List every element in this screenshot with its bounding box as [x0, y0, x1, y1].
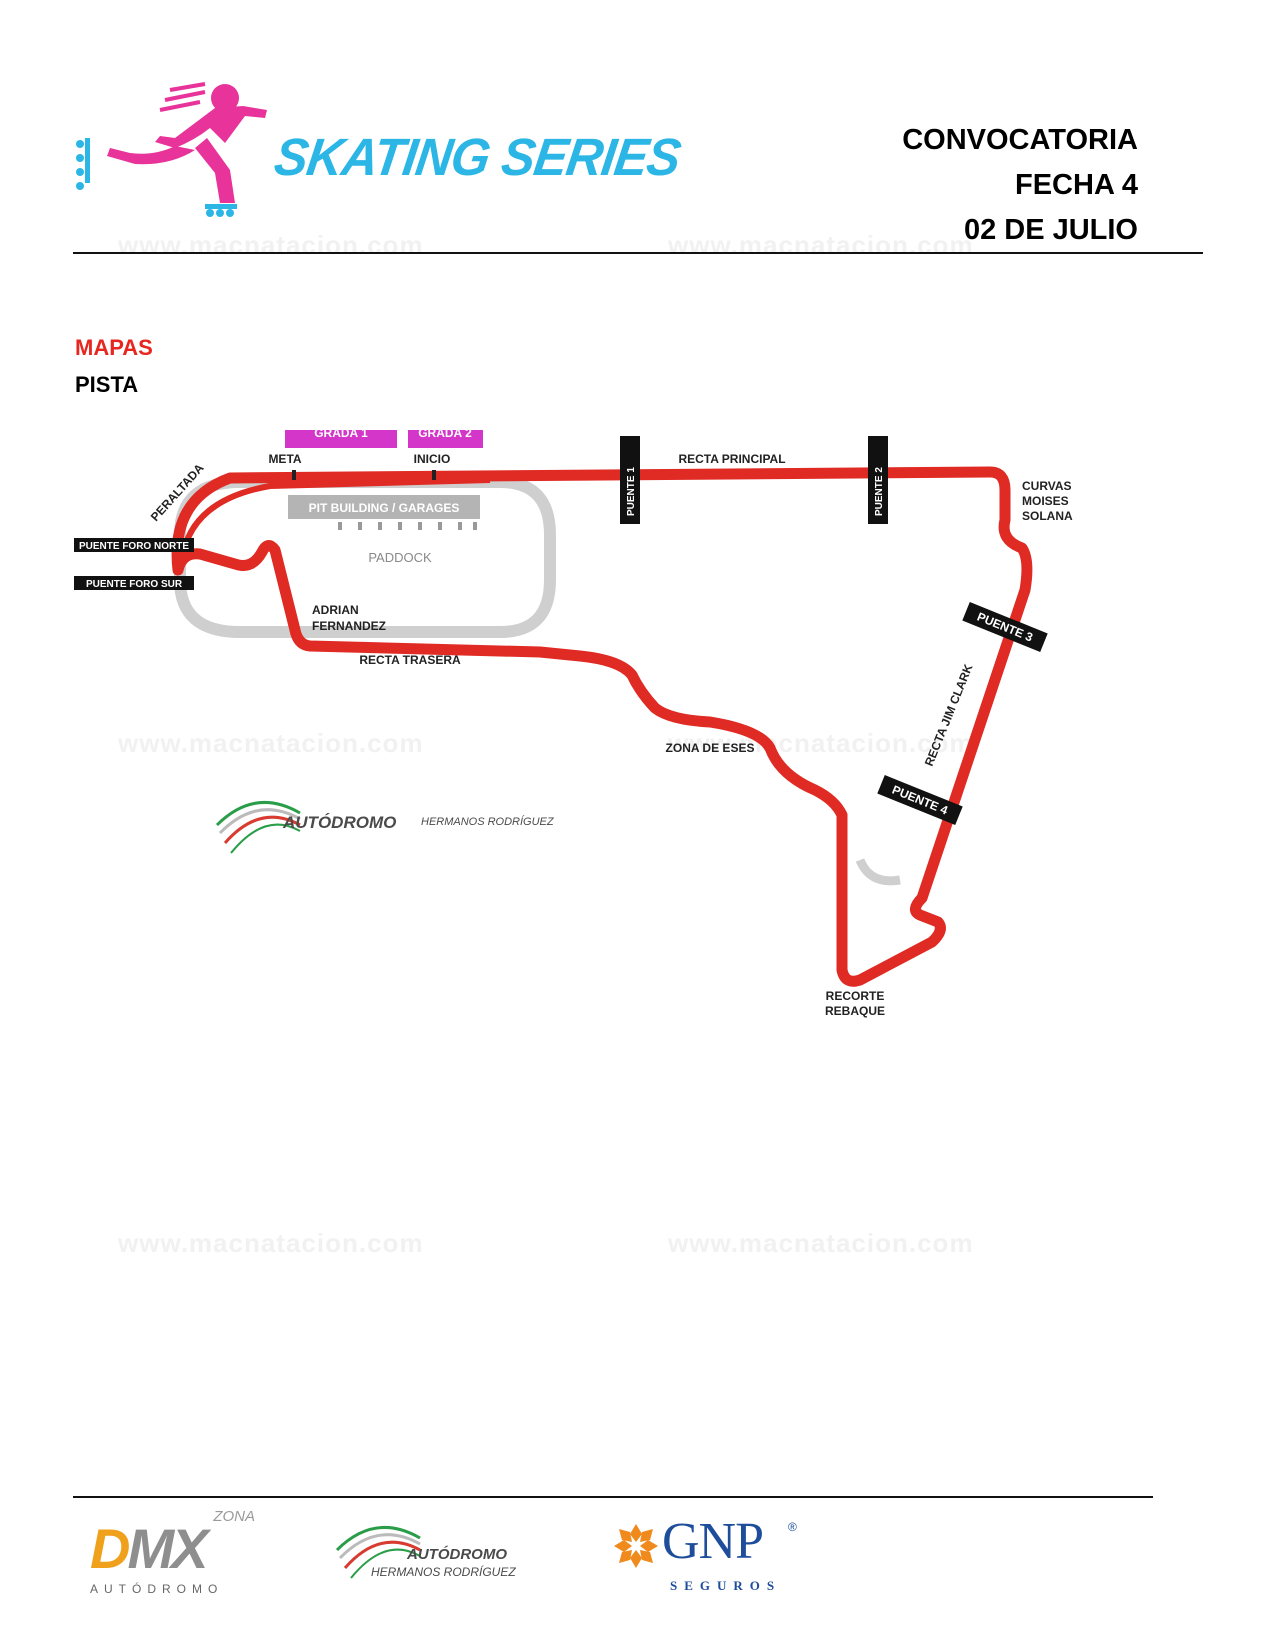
dmx-mx-letters: MX: [127, 1517, 208, 1580]
watermark: www.macnatacion.com: [118, 230, 424, 260]
recorte-rebaque-label: RECORTE: [826, 989, 885, 1003]
gnp-registered-mark: ®: [788, 1520, 797, 1534]
skating-series-logo: SKATING SERIES: [75, 78, 684, 218]
autodromo-name: AUTÓDROMO: [407, 1546, 507, 1563]
puente-foro-sur-label: PUENTE FORO SUR: [86, 579, 183, 590]
pit-lane: [179, 477, 491, 561]
inicio-label: INICIO: [414, 452, 451, 466]
curvas-label: CURVAS: [1022, 479, 1072, 493]
section-heading-mapas: MAPAS: [75, 335, 153, 360]
puente-1-block: [620, 436, 640, 524]
header-title-line: 02 DE JULIO: [963, 214, 1138, 246]
autodromo-name: AUTÓDROMO: [283, 813, 397, 832]
curvas-label: SOLANA: [1022, 509, 1073, 523]
recorte-connector: [855, 858, 901, 886]
pit-building: [288, 495, 480, 519]
header-title-line: FECHA 4: [1015, 169, 1138, 201]
circuit-path: [171, 466, 1033, 987]
track-map: PIT BUILDING / GARAGES PADDOCK GRADA 1 G…: [74, 430, 1073, 1018]
inicio-marker: [432, 470, 436, 480]
gnp-wordmark: GNP: [662, 1513, 764, 1570]
recta-trasera-label: RECTA TRASERA: [359, 653, 461, 667]
autodromo-footer-logo: AUTÓDROMO HERMANOS RODRÍGUEZ: [335, 1520, 555, 1590]
watermark: www.macnatacion.com: [668, 1228, 974, 1258]
puente-foro-norte-label: PUENTE FORO NORTE: [79, 541, 189, 552]
gnp-subtitle: SEGUROS: [670, 1578, 782, 1593]
dmx-wordmark: DMX: [90, 1516, 208, 1581]
dmx-d-letter: D: [90, 1517, 130, 1580]
puente-2-label: PUENTE 2: [874, 467, 885, 516]
gnp-flower-icon: [614, 1524, 658, 1568]
meta-marker: [292, 470, 296, 480]
skater-icon: [76, 82, 267, 217]
watermark: www.macnatacion.com: [118, 728, 424, 758]
autodromo-subtitle: HERMANOS RODRÍGUEZ: [421, 816, 554, 828]
puente-foro-sur-block: [74, 576, 194, 590]
paddock-label: PADDOCK: [368, 550, 432, 565]
puente-1-label: PUENTE 1: [626, 467, 637, 516]
recorte-rebaque-label: REBAQUE: [825, 1004, 885, 1018]
zona-eses-label: ZONA DE ESES: [666, 741, 755, 755]
recta-principal-label: RECTA PRINCIPAL: [678, 452, 785, 466]
puente-2-block: [868, 436, 888, 524]
footer-divider: [73, 1496, 1153, 1498]
dmx-zona-text: ZONA: [213, 1508, 255, 1525]
gnp-seguros-logo: GNP ® SEGUROS: [610, 1512, 810, 1597]
brand-name: SKATING SERIES: [270, 127, 684, 187]
garage-markers: [338, 522, 477, 530]
section-subheading-pista: PISTA: [75, 372, 139, 397]
header-title: CONVOCATORIA FECHA 4 02 DE JULIO: [902, 118, 1138, 253]
curvas-label: MOISES: [1022, 494, 1069, 508]
puente-foro-norte-block: [74, 538, 194, 552]
grada-2-label: GRADA 2: [418, 430, 472, 440]
autodromo-swoosh-icon: [335, 1525, 421, 1579]
meta-label: META: [268, 452, 301, 466]
watermark: www.macnatacion.com: [118, 1228, 424, 1258]
autodromo-swoosh-icon: [215, 800, 301, 854]
grada-1-label: GRADA 1: [314, 430, 368, 440]
adrian-fernandez-label: ADRIAN: [312, 603, 359, 617]
header-divider: [73, 252, 1203, 254]
zona-dmx-logo: ZONA DMX AUTÓDROMO: [90, 1508, 260, 1598]
watermark: www.macnatacion.com: [668, 230, 974, 260]
grada-1-block: [285, 430, 397, 448]
header-title-line: CONVOCATORIA: [902, 124, 1138, 156]
watermark: www.macnatacion.com: [668, 728, 974, 758]
adrian-fernandez-label: FERNANDEZ: [312, 619, 386, 633]
autodromo-subtitle: HERMANOS RODRÍGUEZ: [371, 1565, 516, 1579]
pit-building-label: PIT BUILDING / GARAGES: [309, 501, 460, 515]
dmx-subtitle: AUTÓDROMO: [90, 1582, 224, 1596]
autodromo-logo: AUTÓDROMO HERMANOS RODRÍGUEZ: [215, 795, 605, 865]
grada-2-block: [408, 430, 483, 448]
